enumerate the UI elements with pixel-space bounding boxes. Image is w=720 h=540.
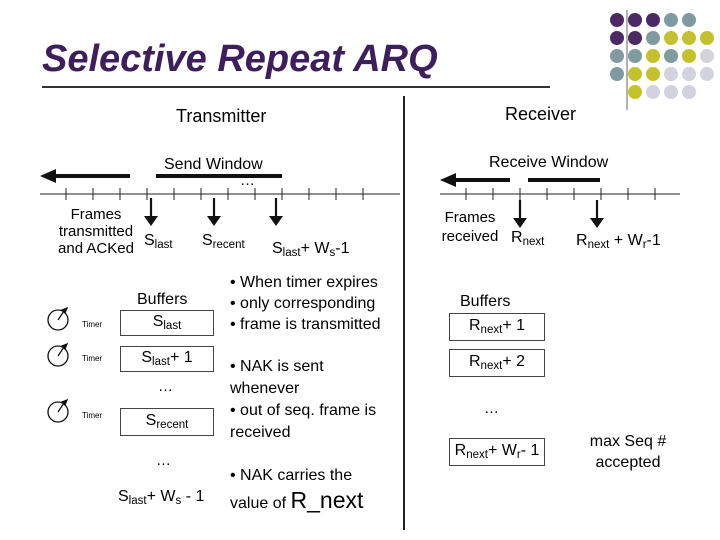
dot xyxy=(646,31,660,45)
dot xyxy=(682,67,696,81)
dot xyxy=(610,49,624,63)
send-window-label: Send Window xyxy=(164,156,263,173)
dot xyxy=(628,85,642,99)
timer-label: Timer xyxy=(82,320,103,329)
buffer-ellipsis: … xyxy=(158,378,173,395)
timer-label: Timer xyxy=(82,411,103,420)
receive-pointer-arrows xyxy=(513,200,604,228)
nak-sent-note: • NAK is sent whenever • out of seq. fra… xyxy=(230,358,377,441)
buffer-s-last-plus-1: Slast+ 1 xyxy=(120,346,214,372)
receive-window-label: Receive Window xyxy=(489,154,609,171)
buffer-r-next-plus-2: Rnext+ 2 xyxy=(449,349,545,377)
buffer-r-next-plus-wr-minus-1: Rnext+ Wr- 1 xyxy=(449,438,545,466)
receive-window-arrowhead xyxy=(440,173,456,187)
dot xyxy=(610,67,624,81)
page-title: Selective Repeat ARQ xyxy=(42,38,438,80)
dot xyxy=(664,31,678,45)
title-divider xyxy=(42,86,550,88)
frames-received-label: Frames received xyxy=(441,209,499,245)
dot xyxy=(628,31,642,45)
dot xyxy=(610,13,624,27)
send-window-arrowhead xyxy=(40,169,56,183)
dot xyxy=(700,49,714,63)
send-window-ellipsis: … xyxy=(240,172,255,189)
pointer-s-recent: Srecent xyxy=(202,232,245,251)
dot xyxy=(610,31,624,45)
dot xyxy=(664,49,678,63)
dot xyxy=(664,67,678,81)
timer-label: Timer xyxy=(82,354,103,363)
dot xyxy=(628,13,642,27)
pointer-r-next: Rnext xyxy=(511,229,545,248)
send-sequence-ticks xyxy=(65,188,364,200)
receive-sequence-ticks xyxy=(465,188,656,200)
dot xyxy=(700,67,714,81)
dot xyxy=(682,31,696,45)
receiver-heading: Receiver xyxy=(505,104,577,124)
buffer-s-recent: Srecent xyxy=(120,408,214,436)
dot xyxy=(628,67,642,81)
dot xyxy=(682,49,696,63)
dot xyxy=(700,31,714,45)
timer-icon xyxy=(47,306,69,331)
transmitter-heading: Transmitter xyxy=(176,106,267,126)
dot xyxy=(682,13,696,27)
pointer-s-last: Slast xyxy=(144,232,173,251)
timer-icon xyxy=(47,398,69,423)
pointer-s-last-plus-ws: Slast+ Ws-1 xyxy=(272,240,350,259)
dot xyxy=(646,49,660,63)
timer-expiry-note: • When timer expires • only correspondin… xyxy=(230,274,381,333)
dot xyxy=(682,85,696,99)
frames-transmitted-label: Frames transmitted and ACKed xyxy=(58,206,134,257)
nak-carries-note: • NAK carries the value of R_next xyxy=(230,467,364,513)
receiver-buffers-heading: Buffers xyxy=(460,293,511,310)
buffer-s-last-plus-ws-minus-1: Slast+ Ws - 1 xyxy=(118,488,205,507)
send-pointer-arrows xyxy=(144,198,283,226)
buffer-r-next-plus-1: Rnext+ 1 xyxy=(449,313,545,341)
timer-icon xyxy=(47,342,69,367)
dot xyxy=(646,13,660,27)
dot xyxy=(628,49,642,63)
dot xyxy=(664,13,678,27)
dot xyxy=(646,85,660,99)
dot-grid-group xyxy=(610,13,714,99)
max-seq-note: max Seq # accepted xyxy=(589,433,667,471)
transmitter-buffers-heading: Buffers xyxy=(137,291,188,308)
pointer-r-next-plus-wr: Rnext + Wr-1 xyxy=(576,232,661,251)
buffer-ellipsis: … xyxy=(156,452,171,469)
buffer-s-last: Slast xyxy=(120,310,214,336)
dot xyxy=(646,67,660,81)
dot xyxy=(664,85,678,99)
receiver-buffer-ellipsis: … xyxy=(484,400,499,417)
